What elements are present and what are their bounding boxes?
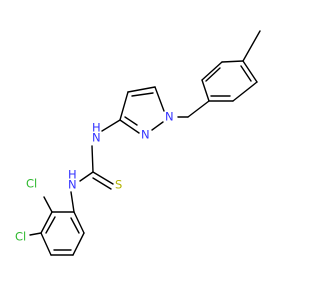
atom-label-cl-bottom: Cl: [15, 230, 26, 244]
bond: [187, 100, 210, 118]
bond: [240, 65, 252, 82]
bond: [72, 232, 85, 256]
atom-label-h-thiourea-upper: H: [92, 121, 101, 135]
bond: [205, 67, 221, 82]
bond: [92, 171, 114, 185]
atom-label-n-thiourea-upper: N: [92, 131, 101, 145]
bond: [124, 116, 138, 126]
bond: [40, 211, 53, 234]
atom-label-n-thiourea-lower: N: [68, 178, 77, 192]
bond-layer: [29, 30, 261, 256]
bond: [201, 79, 210, 102]
bond: [119, 91, 129, 121]
atom-label-n-pyrazole-1: N: [165, 110, 174, 124]
bond: [73, 211, 85, 234]
bond: [101, 119, 121, 132]
bond: [45, 216, 56, 234]
atom-label-cl-top: Cl: [26, 177, 37, 191]
bond: [154, 86, 165, 112]
bond: [79, 171, 94, 182]
bond: [242, 60, 258, 83]
atom-label-h-thiourea-lower: H: [68, 168, 77, 182]
bond: [221, 60, 244, 63]
bond: [131, 92, 154, 97]
bond: [232, 81, 258, 102]
bond: [70, 191, 75, 213]
bond: [40, 232, 52, 256]
atom-label-n-pyrazole-2: N: [141, 128, 150, 142]
bond: [29, 232, 42, 236]
bond: [119, 119, 140, 134]
bond: [127, 86, 156, 93]
bond: [151, 121, 164, 131]
bond: [201, 61, 223, 81]
bond: [92, 177, 112, 190]
bond: [91, 145, 94, 173]
atom-label-s-thione: S: [115, 178, 122, 192]
bond: [70, 217, 80, 234]
molecule-structure: Cl Cl N H N H S N N: [15, 30, 261, 256]
bond: [242, 30, 261, 62]
bond: [43, 196, 53, 213]
atom-label-layer: Cl Cl N H N H S N N: [15, 110, 174, 244]
